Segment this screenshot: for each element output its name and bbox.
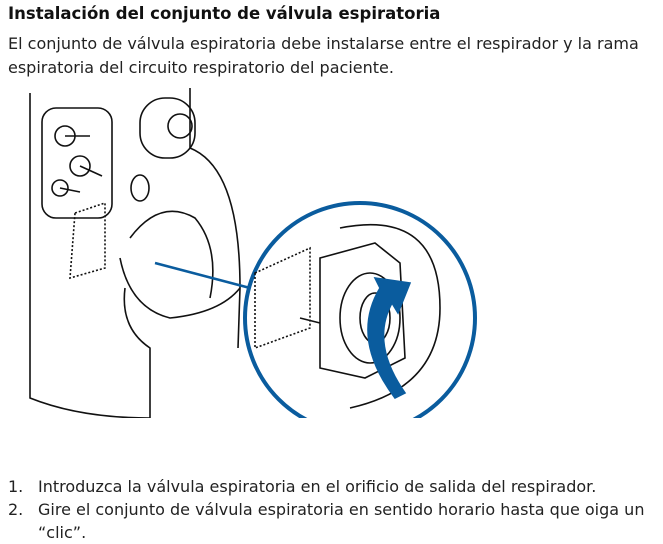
- step-number: 2.: [8, 500, 24, 519]
- pointer-line: [154, 261, 251, 290]
- intro-paragraph: El conjunto de válvula espiratoria debe …: [8, 34, 639, 77]
- step-item: 2. Gire el conjunto de válvula espiratori…: [8, 498, 658, 544]
- exhalation-valve-illustration: [29, 88, 477, 418]
- magnified-detail: [243, 201, 477, 418]
- speaker-grille: [69, 201, 106, 280]
- instruction-steps: 1. Introduzca la válvula espiratoria en e…: [8, 475, 658, 544]
- port-panel: [41, 107, 113, 219]
- step-item: 1. Introduzca la válvula espiratoria en e…: [8, 475, 658, 498]
- ventilator-panel: [29, 93, 151, 418]
- step-text: Introduzca la válvula espiratoria en el …: [38, 477, 597, 496]
- rotation-arrow-icon: [367, 276, 412, 400]
- step-text: Gire el conjunto de válvula espiratoria …: [38, 500, 645, 542]
- step-number: 1.: [8, 477, 24, 496]
- section-title: Instalación del conjunto de válvula espi…: [8, 4, 441, 23]
